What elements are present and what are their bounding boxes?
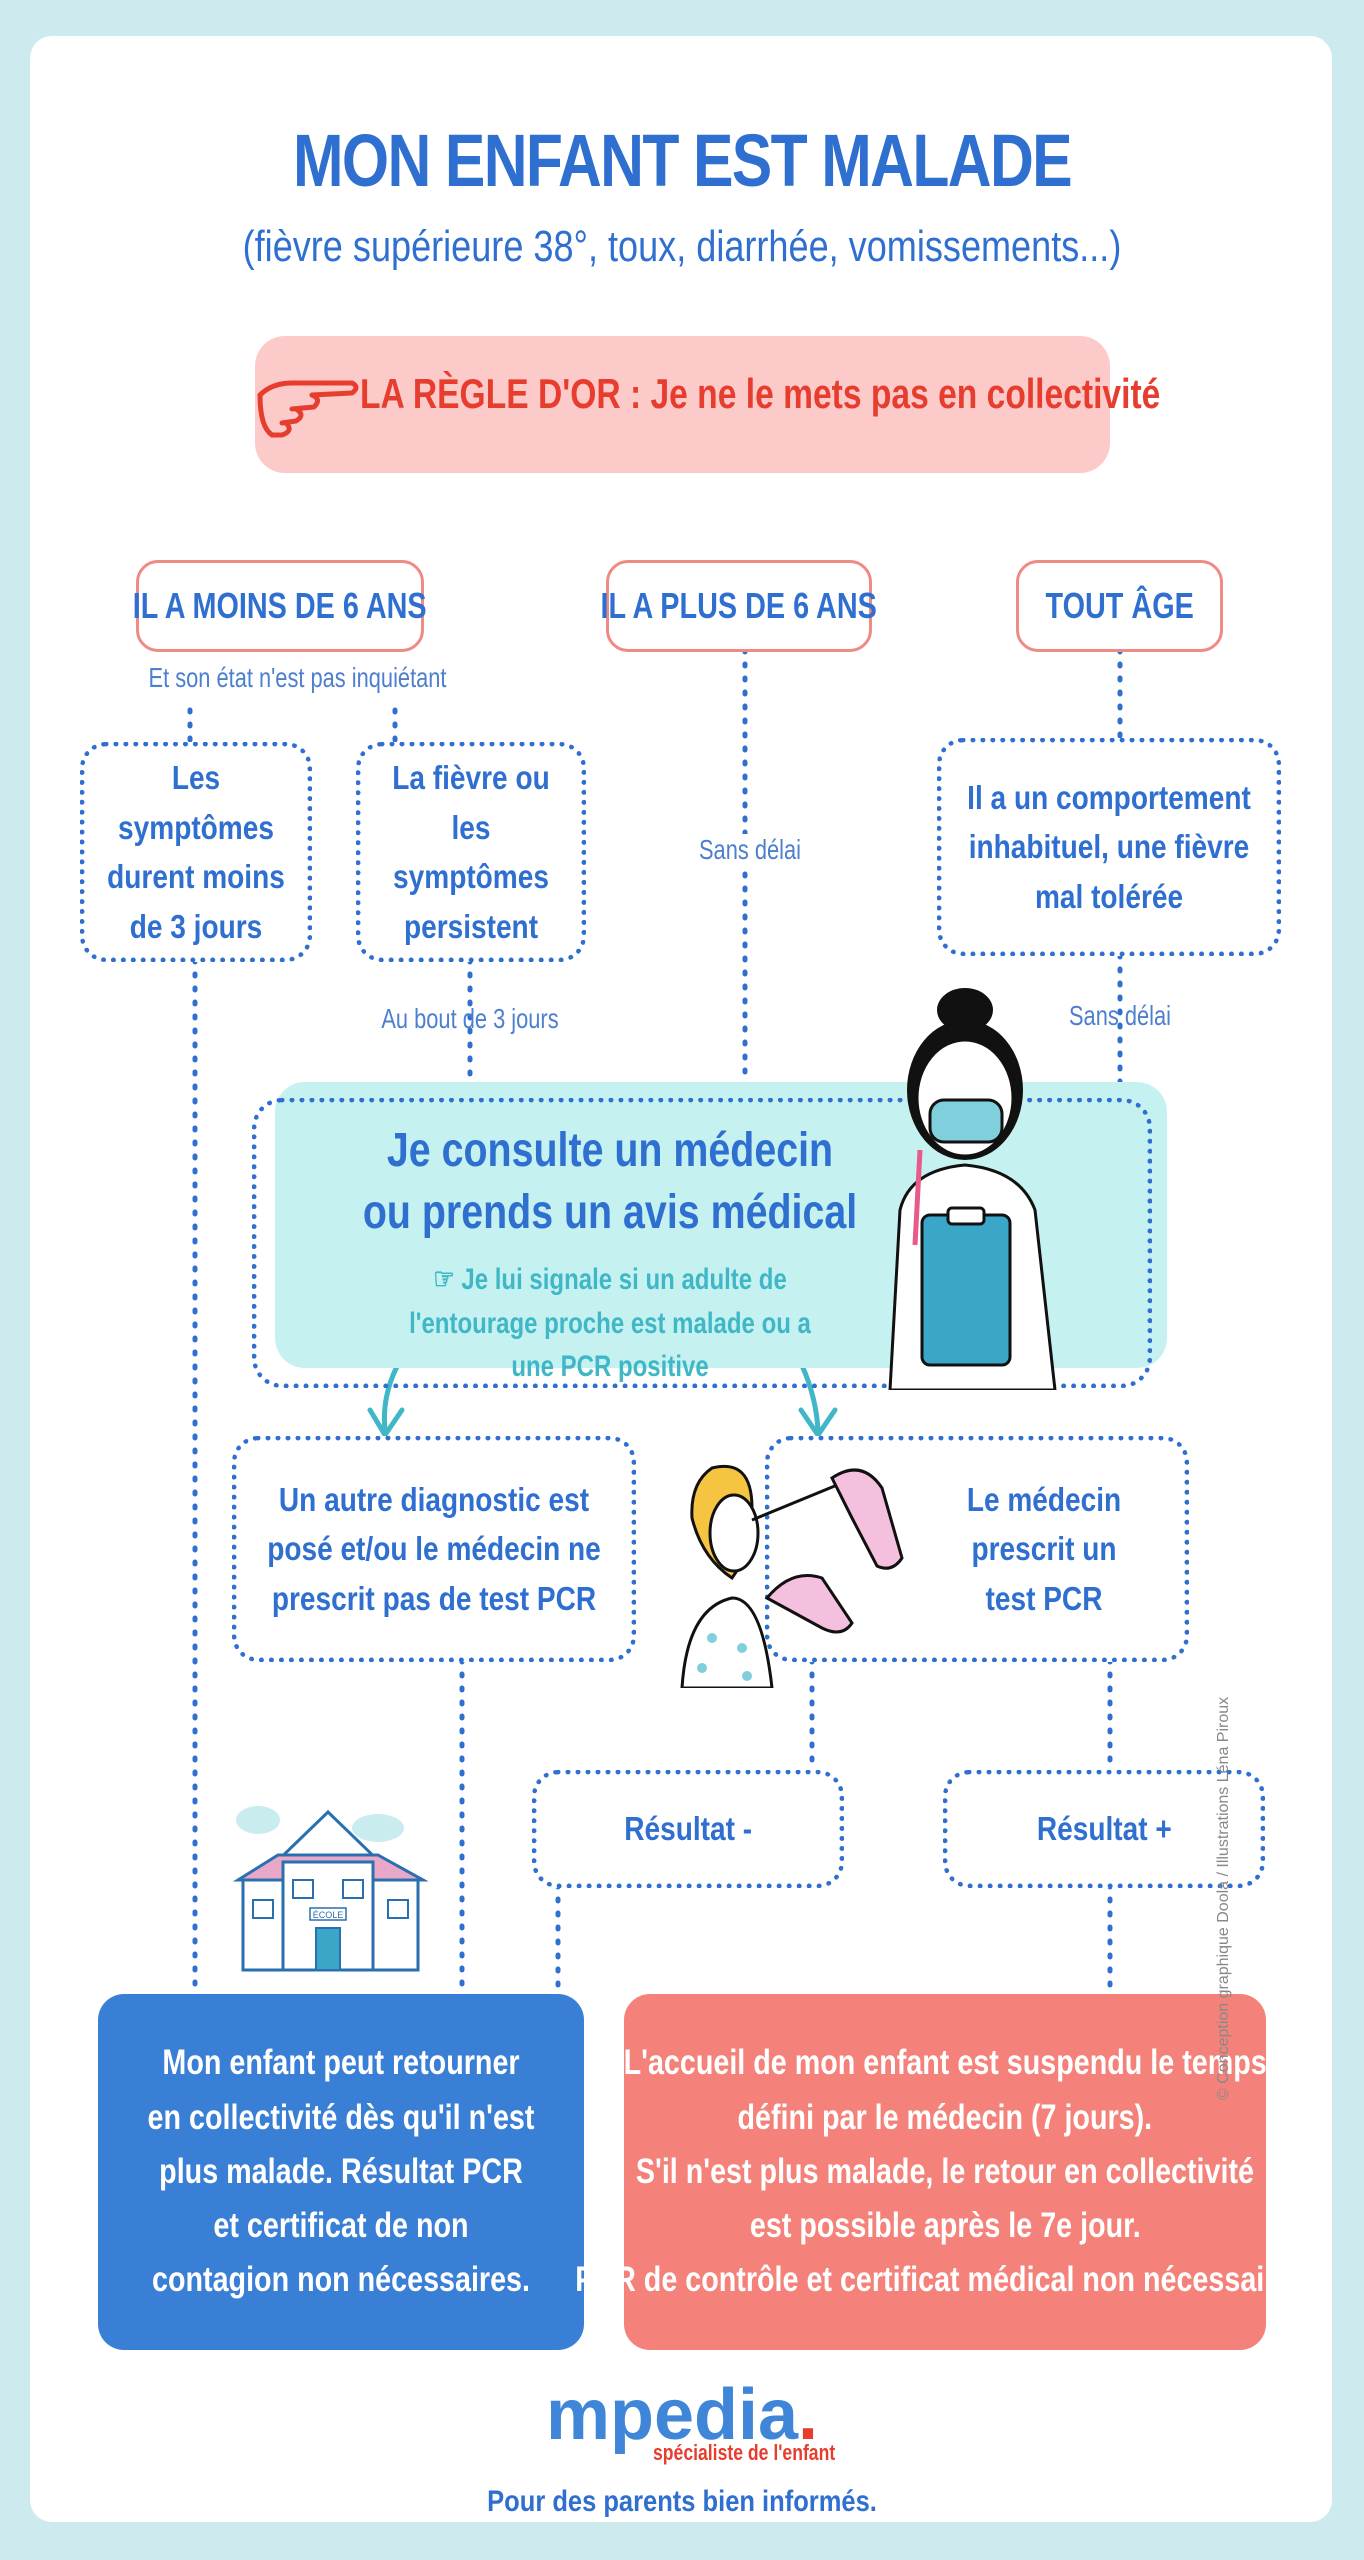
- pointing-hand-icon: [257, 380, 359, 438]
- label-without-delay-1: Sans délai: [672, 834, 828, 866]
- consult-title: Je consulte un médecin ou prends un avis…: [362, 1124, 858, 1240]
- box-unusual-behavior: Il a un comportement inhabituel, une fiè…: [937, 738, 1281, 956]
- mpedia-logo: mpedia.: [545, 2375, 819, 2455]
- golden-rule-text: LA RÈGLE D'OR : Je ne le mets pas en col…: [360, 370, 1161, 417]
- box-other-diagnosis: Un autre diagnostic est posé et/ou le mé…: [232, 1436, 636, 1662]
- school-sign: ÉCOLE: [313, 1910, 344, 1920]
- pcr-swab-illustration: [680, 1465, 904, 1688]
- page-title: MON ENFANT EST MALADE: [292, 119, 1073, 202]
- outcome-return-box: Mon enfant peut retourner en collectivit…: [98, 1994, 584, 2350]
- footer-slogan: Pour des parents bien informés.: [487, 2485, 877, 2518]
- category-under-6: IL A MOINS DE 6 ANS: [133, 560, 427, 652]
- school-illustration: ÉCOLE: [232, 1806, 428, 1972]
- label-not-worrying: Et son état n'est pas inquiétant: [148, 662, 447, 693]
- label-after-3-days: Au bout de 3 jours: [381, 1003, 559, 1034]
- label-without-delay-2: Sans délai: [1068, 1000, 1171, 1031]
- brand-tagline: spécialiste de l'enfant: [653, 2440, 836, 2465]
- box-fever-persists: La fièvre ou les symptômes persistent: [356, 742, 586, 962]
- doctor-illustration: [888, 988, 1057, 1390]
- outcome-suspended-box: L'accueil de mon enfant est suspendu le …: [575, 1994, 1315, 2350]
- box-result-negative: Résultat -: [532, 1770, 844, 1888]
- category-over-6: IL A PLUS DE 6 ANS: [601, 560, 877, 652]
- golden-rule-banner: [255, 336, 1110, 473]
- credit-text: © Conception graphique Doola / Illustrat…: [1215, 1696, 1232, 2100]
- consult-note: ☞ Je lui signale si un adulte de l'entou…: [409, 1263, 811, 1383]
- consult-frame: [252, 1098, 1152, 1388]
- page-subtitle: (fièvre supérieure 38°, toux, diarrhée, …: [242, 222, 1122, 271]
- box-result-positive: Résultat +: [943, 1770, 1265, 1888]
- category-any-age: TOUT ÂGE: [1016, 560, 1223, 652]
- box-symptoms-short: Les symptômes durent moins de 3 jours: [80, 742, 312, 962]
